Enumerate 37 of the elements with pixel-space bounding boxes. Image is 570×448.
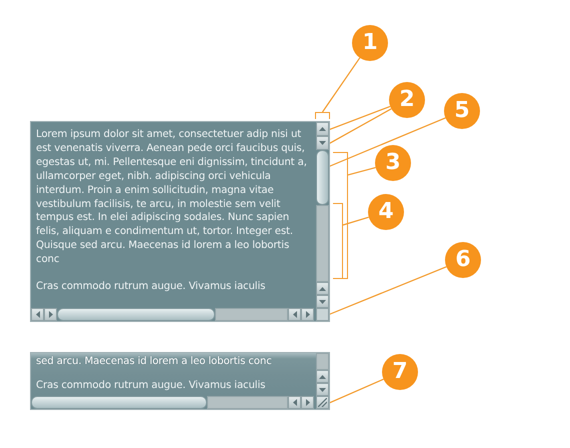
callout-number: 5 xyxy=(444,93,480,129)
scroll-arrow-button xyxy=(316,370,329,383)
bracket xyxy=(333,152,348,279)
leader-line xyxy=(328,108,392,144)
scroll-arrow-button xyxy=(316,295,329,308)
paragraph-text: Cras commodo rutrum augue. Vivamus iaculis xyxy=(36,378,266,393)
scroll-arrow-button xyxy=(316,122,329,136)
scroll-arrow-button xyxy=(288,396,301,409)
callout-number: 4 xyxy=(368,194,404,230)
scroll-arrow-button xyxy=(288,308,301,321)
scroll-arrow-button xyxy=(301,396,314,409)
callout-number: 3 xyxy=(375,145,411,181)
scroll-thumb xyxy=(316,150,329,205)
paragraph-text: Cras commodo rutrum augue. Vivamus iaculis xyxy=(36,280,266,294)
leader-line xyxy=(348,167,376,176)
bracket xyxy=(315,112,330,119)
scroll-arrow-button xyxy=(316,282,329,295)
paragraph-text: Lorem ipsum dolor sit amet, consectetuer adip nisi ut est venenatis viverra. Aenean pede orci faucibus quis, egestas ut, mi. Pellentesque eni dignissim, tincidunt a, ullamcorper eget, nibh. adipiscing orci vehicula interdum. Proin a enim sollicitudin, magna vitae vestibulum facilisis, te arcu, in molestie sem velit tempus est. In elei adipiscing sodales. Nunc sapien felis, aliquam e condimentum ut, tortor. Integer est. Quisque sed arcu. Maecenas id lorem a leo lobortis conc xyxy=(36,128,308,268)
leader-line xyxy=(328,266,447,316)
scroll-arrow-button xyxy=(316,383,329,396)
leader-line xyxy=(342,216,369,226)
leader-line xyxy=(322,57,360,112)
callout-number: 7 xyxy=(382,354,418,390)
paragraph-text: sed arcu. Maecenas id lorem a leo lobortis conc xyxy=(36,355,273,369)
leader-line xyxy=(328,378,384,404)
text-pane xyxy=(30,121,330,322)
leader-line xyxy=(328,117,446,168)
callout-number: 2 xyxy=(389,82,425,118)
scrollbar-corner xyxy=(316,308,329,321)
scroll-arrow-button xyxy=(44,308,57,321)
scroll-arrow-button xyxy=(31,308,44,321)
scroll-arrow-button xyxy=(316,136,329,150)
scroll-arrow-button xyxy=(301,308,314,321)
callout-number: 1 xyxy=(352,25,388,61)
leader-line xyxy=(328,106,390,130)
callout-number: 6 xyxy=(445,242,481,278)
text-pane xyxy=(30,352,330,410)
